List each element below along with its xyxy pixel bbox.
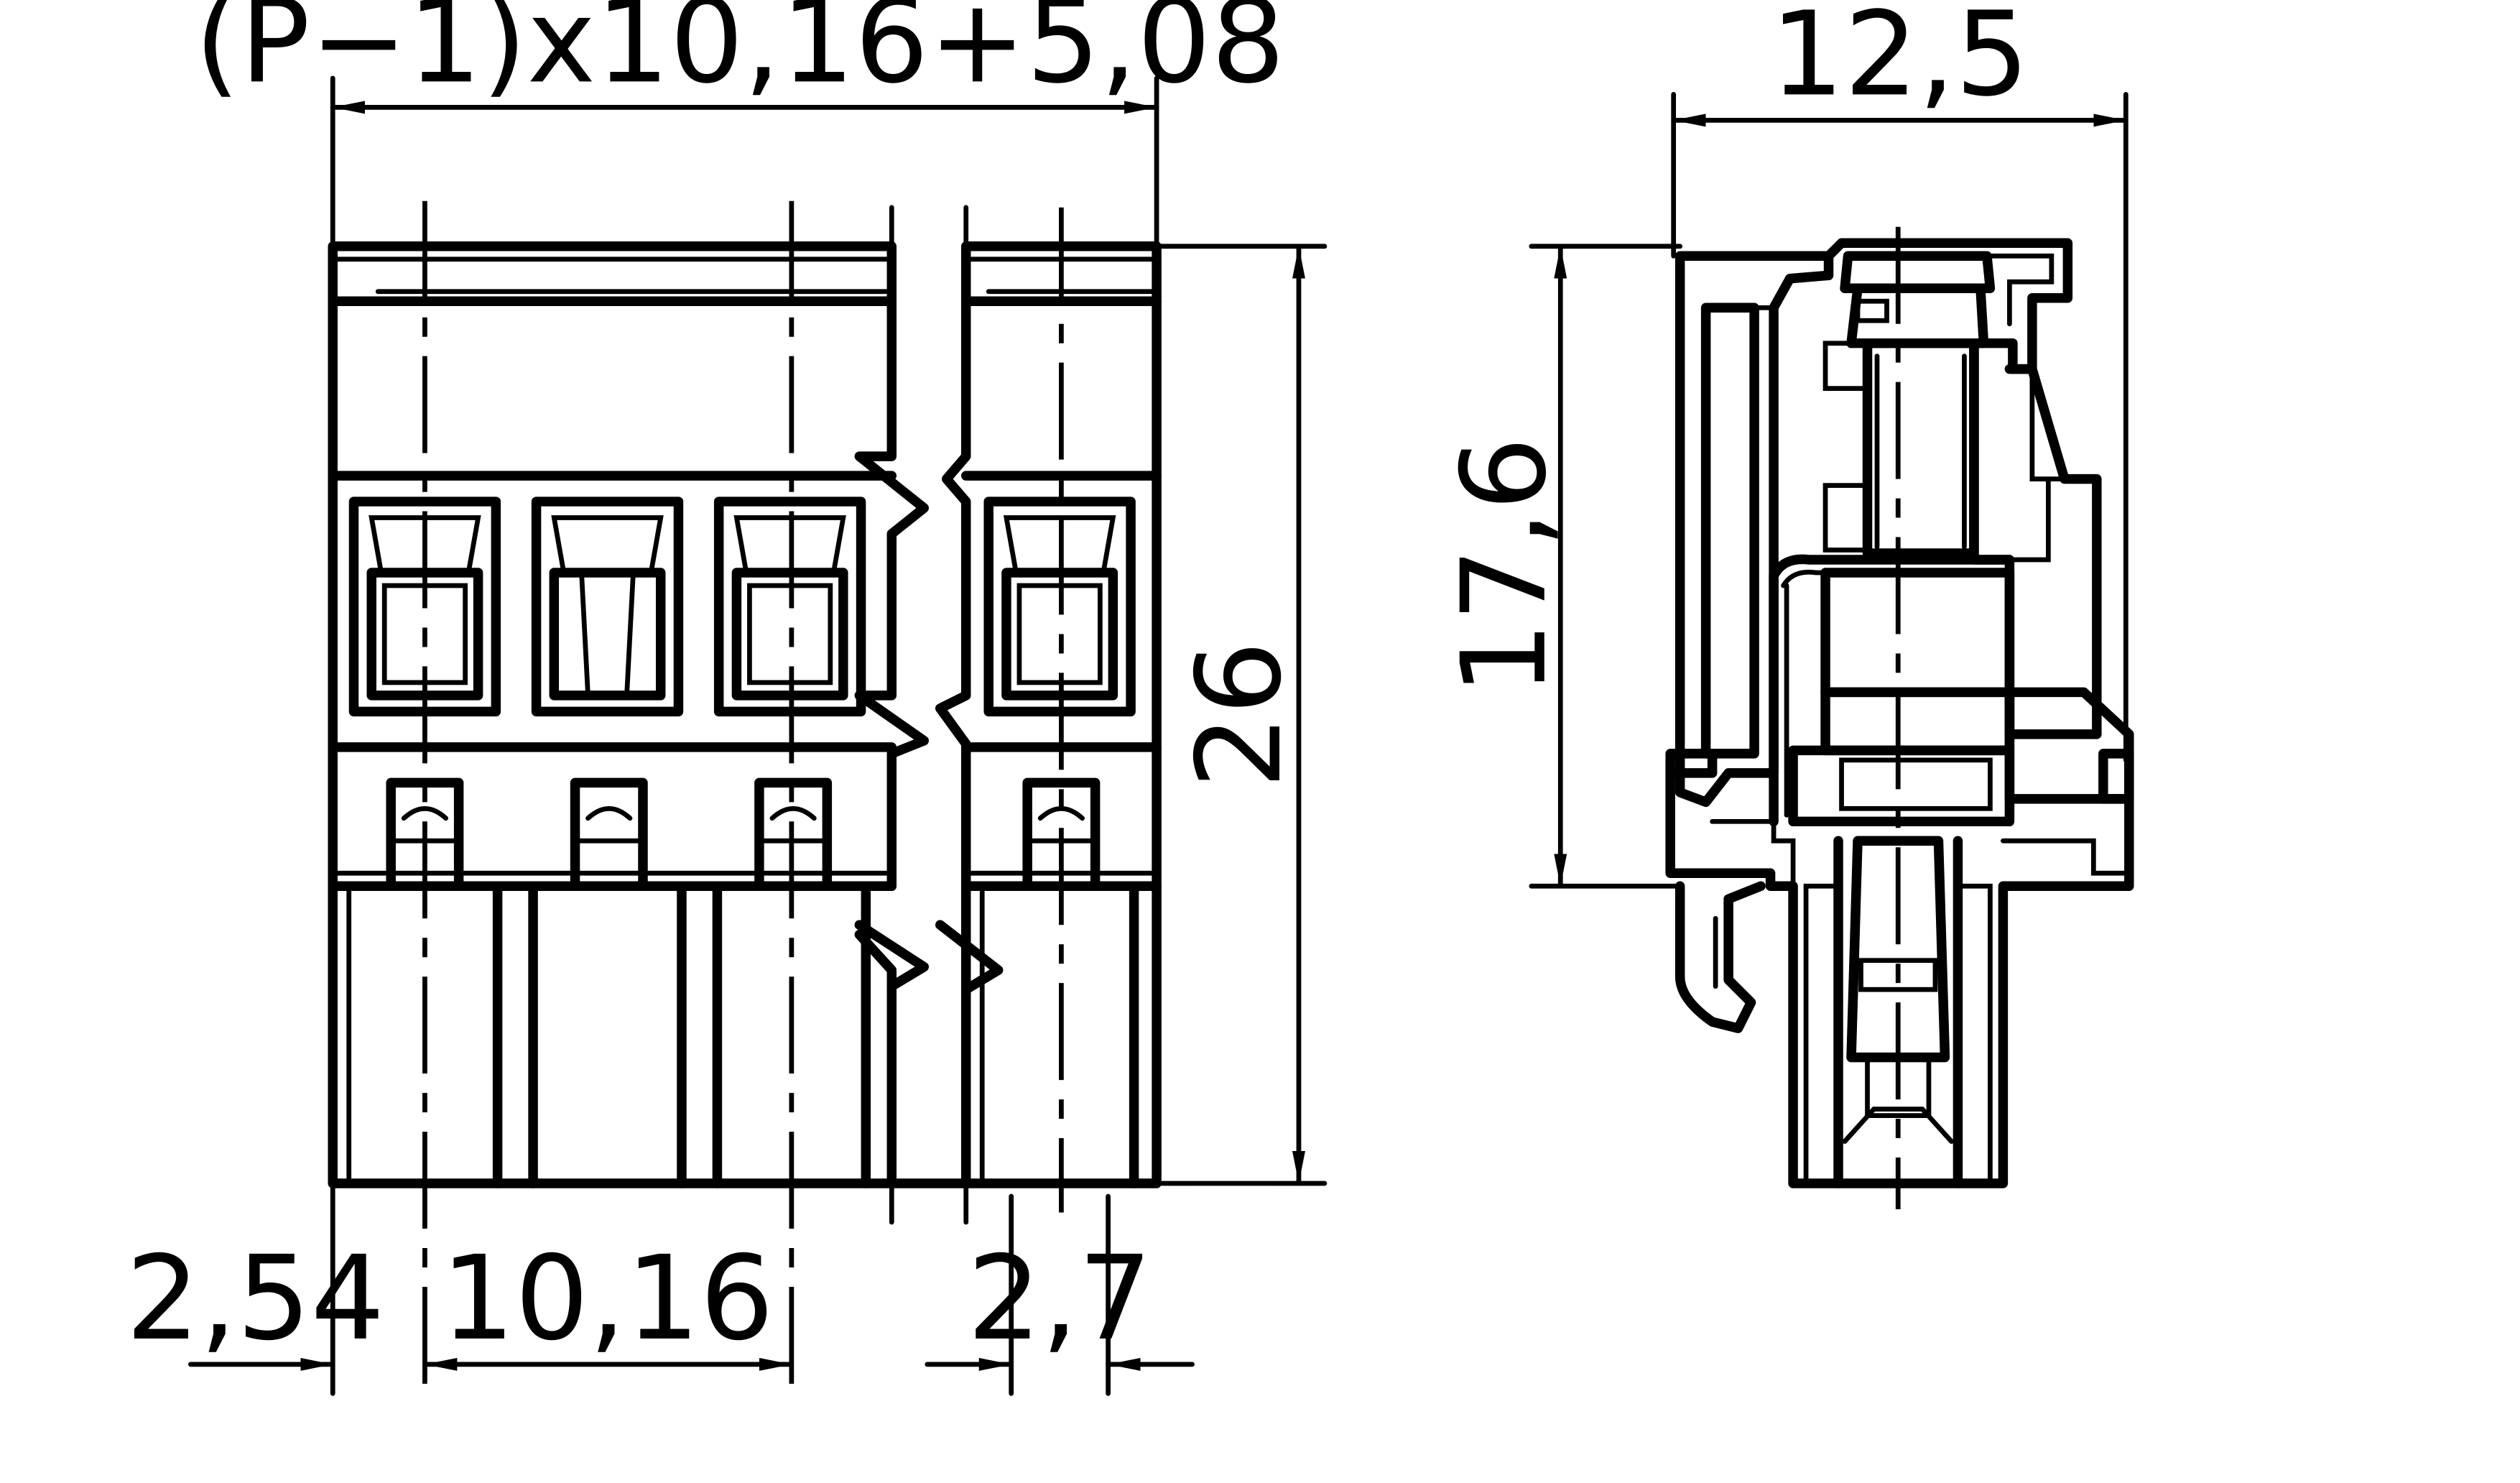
front-dimensions: (P−1)x10,16+5,08 26 2,54 10,16 2,7 bbox=[126, 0, 1328, 1396]
latch bbox=[1674, 881, 1766, 1033]
housing-right-upper bbox=[1969, 338, 2102, 739]
last-offset-label: 2,7 bbox=[967, 1232, 1152, 1367]
wire-entry-2 bbox=[531, 496, 684, 717]
height-label: 26 bbox=[1172, 641, 1307, 789]
top-band bbox=[328, 241, 1162, 306]
break-line-left bbox=[854, 296, 930, 892]
overall-width-label: (P−1)x10,16+5,08 bbox=[195, 0, 1285, 109]
edge-offset-label: 2,54 bbox=[126, 1232, 384, 1367]
front-view bbox=[328, 200, 1162, 1387]
body-outline-right bbox=[935, 296, 1162, 1188]
side-view bbox=[1665, 226, 2134, 1210]
side-height-label: 17,6 bbox=[1437, 437, 1572, 696]
pitch-label: 10,16 bbox=[441, 1232, 774, 1367]
clamp-cage bbox=[1769, 554, 2134, 827]
side-width-label: 12,5 bbox=[1770, 0, 2029, 122]
housing-left-wall bbox=[1674, 251, 1834, 808]
pin-section bbox=[1665, 749, 2134, 1188]
screw-slot-2 bbox=[570, 777, 648, 892]
lower-section bbox=[346, 881, 1139, 1188]
side-dimensions: 12,5 17,6 bbox=[1437, 0, 2128, 889]
